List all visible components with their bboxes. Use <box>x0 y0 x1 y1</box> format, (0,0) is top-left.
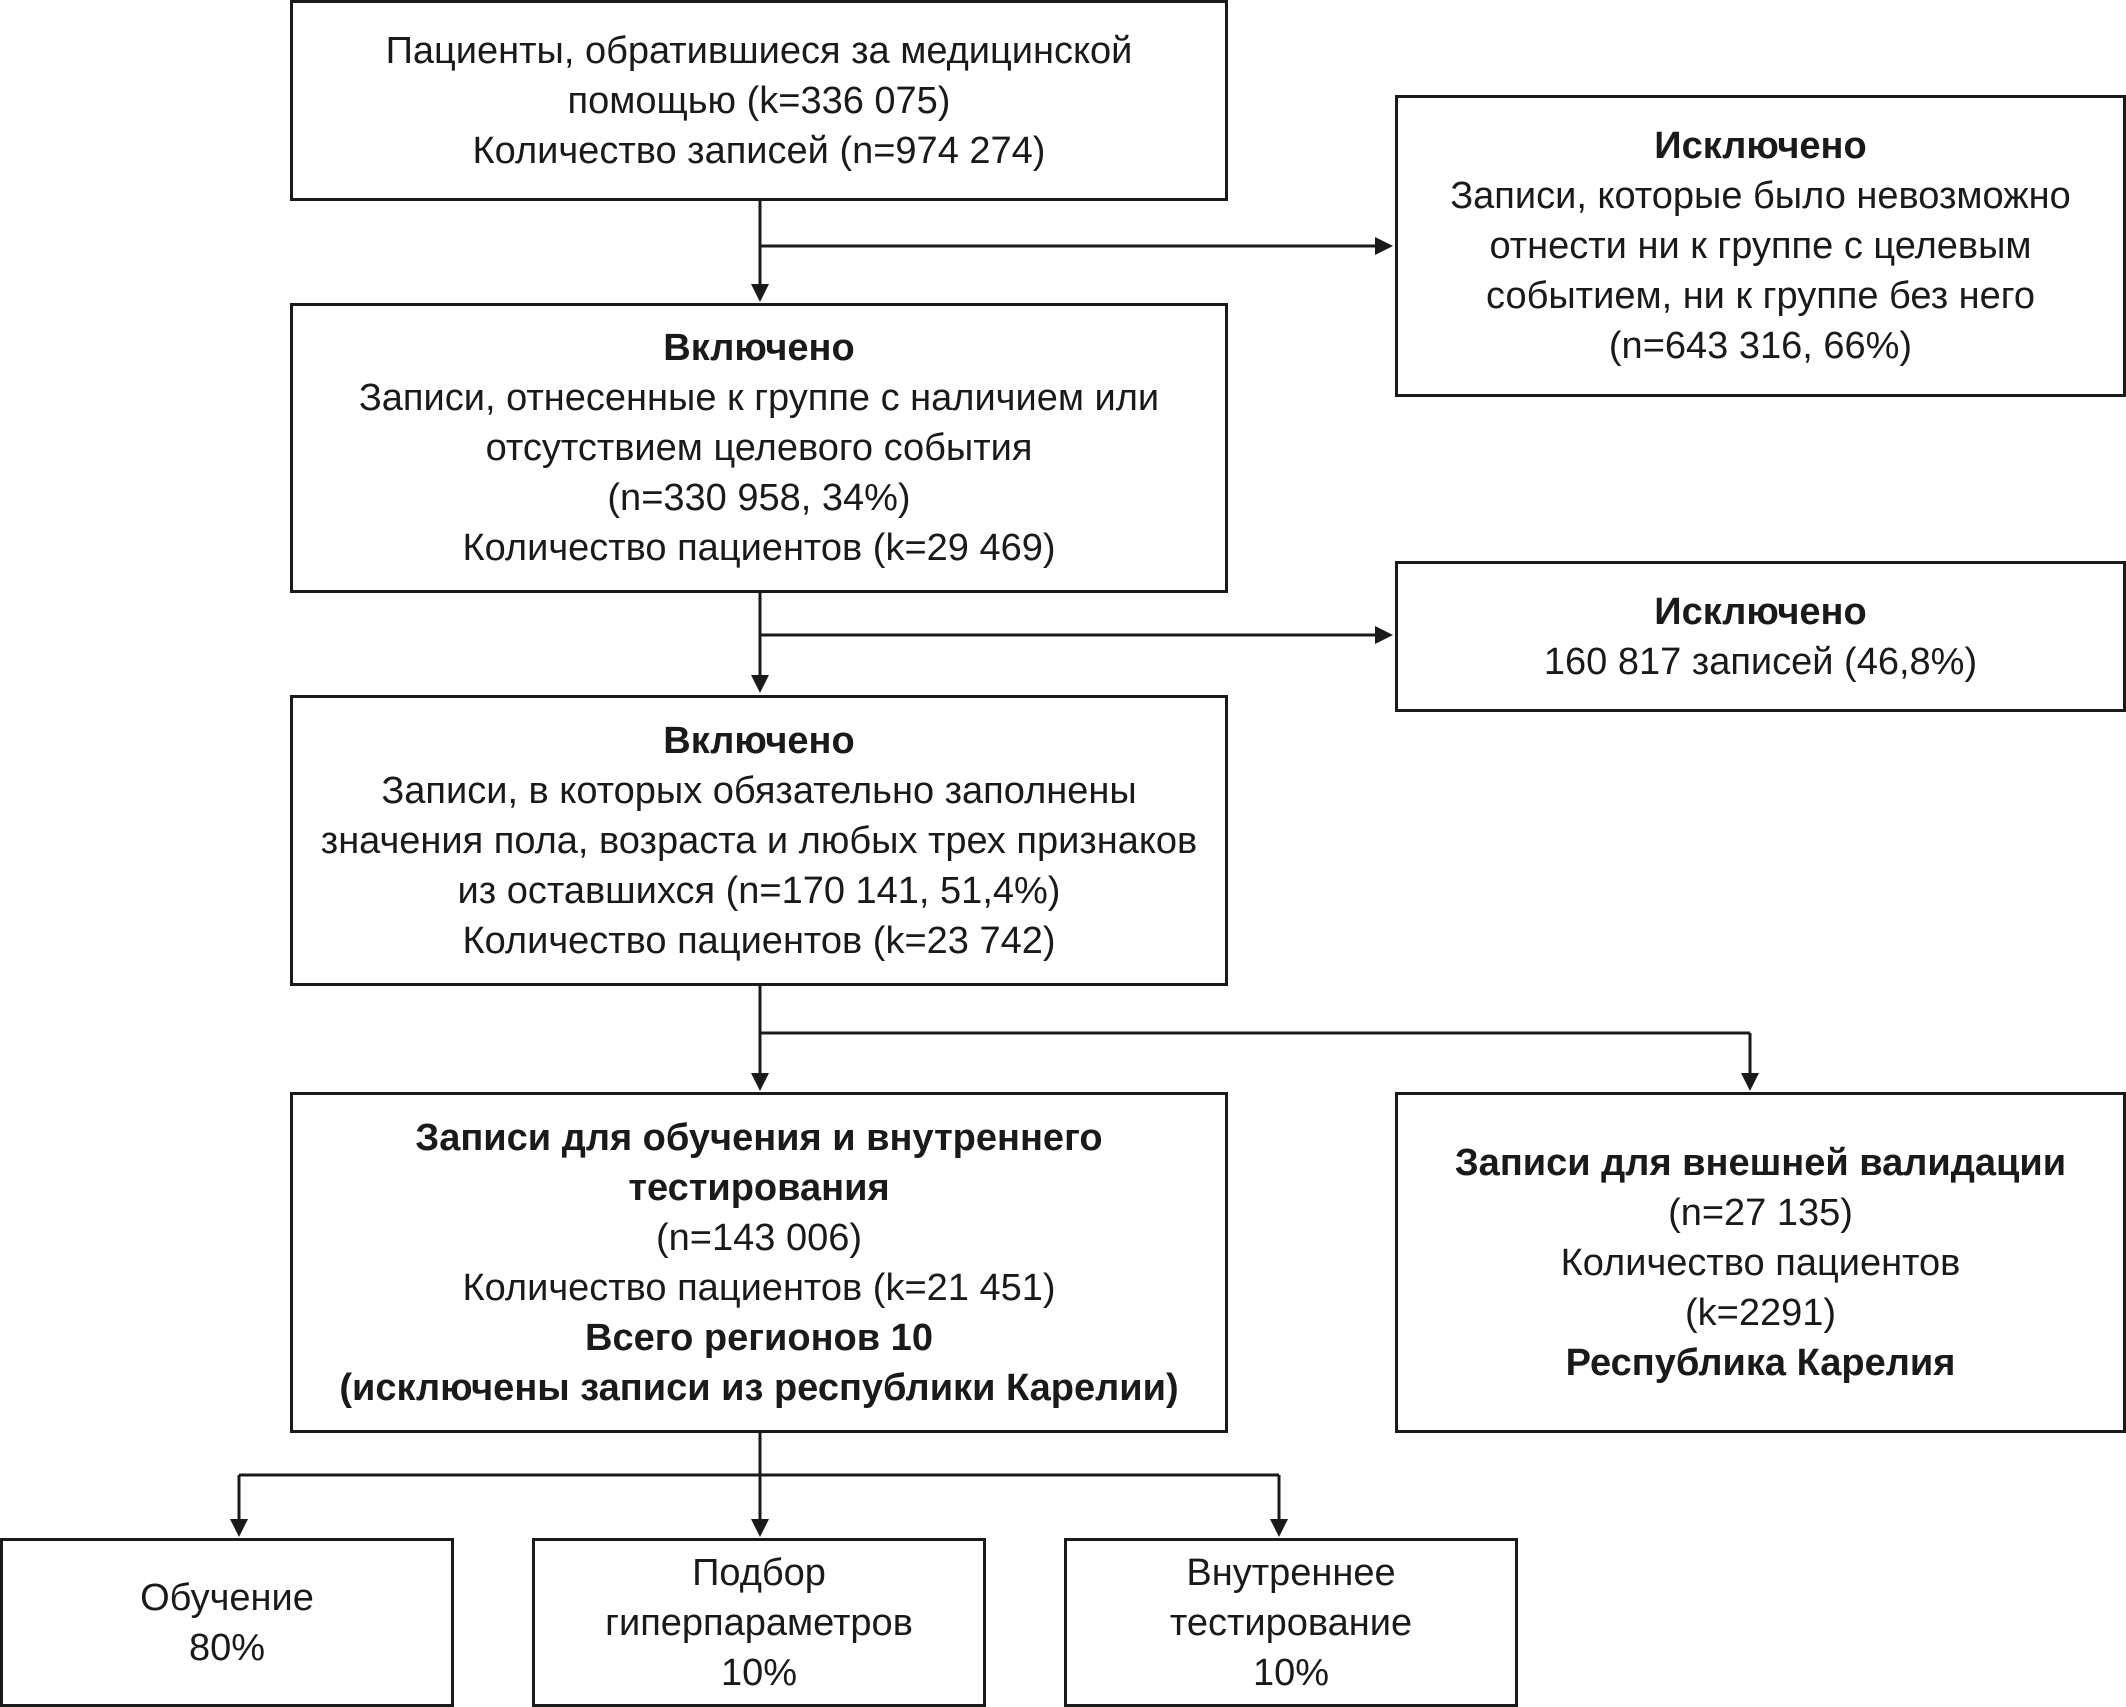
split-test-line-3: 10% <box>1252 1651 1330 1694</box>
included2-line-3: из оставшихся (n=170 141, 51,4%) <box>457 869 1061 912</box>
included2-title: Включено <box>663 719 855 762</box>
split-hyper-line-1: Подбор <box>692 1551 826 1594</box>
box-split-internal-test: Внутреннее тестирование 10% <box>1064 1538 1518 1707</box>
split-test-line-1: Внутреннее <box>1186 1551 1396 1594</box>
included1-line-2: отсутствием целевого события <box>485 427 1033 469</box>
box-training: Записи для обучения и внутреннего тестир… <box>290 1092 1228 1433</box>
external-footer: Республика Карелия <box>1565 1341 1956 1384</box>
box-excluded-1: Исключено Записи, которые было невозможн… <box>1395 95 2126 397</box>
excluded1-line-4: (n=643 316, 66%) <box>1608 325 1913 367</box>
training-footer-2: (исключены записи из республики Карелии) <box>339 1366 1179 1409</box>
external-line-1: (n=27 135) <box>1668 1191 1853 1234</box>
arrowhead-down <box>230 1519 248 1537</box>
training-line-2: Количество пациентов (k=21 451) <box>462 1266 1056 1309</box>
split-train-line-2: 80% <box>188 1626 266 1669</box>
split-test-line-2: тестирование <box>1169 1601 1413 1644</box>
included2-line-4: Количество пациентов (k=23 742) <box>462 919 1056 962</box>
included2-line-1: Записи, в которых обязательно заполнены <box>381 769 1137 812</box>
external-line-3: (k=2291) <box>1684 1291 1837 1334</box>
arrowhead-down <box>751 284 769 302</box>
excluded2-line-1: 160 817 записей (46,8%) <box>1543 640 1978 683</box>
excluded1-line-3: событием, ни к группе без него <box>1486 275 2035 317</box>
excluded1-title: Исключено <box>1654 125 1867 167</box>
split-hyper-line-2: гиперпараметров <box>605 1601 913 1644</box>
box-included-2: Включено Записи, в которых обязательно з… <box>290 695 1228 986</box>
excluded1-line-1: Записи, которые было невозможно <box>1450 175 2071 217</box>
training-footer-1: Всего регионов 10 <box>585 1316 933 1359</box>
arrowhead-down <box>751 675 769 693</box>
arrowhead-right <box>1375 626 1393 644</box>
external-title: Записи для внешней валидации <box>1454 1141 2067 1184</box>
arrowhead-right <box>1375 237 1393 255</box>
training-title-2: тестирования <box>628 1166 890 1209</box>
patients-line-3: Количество записей (n=974 274) <box>472 129 1046 172</box>
included1-line-1: Записи, отнесенные к группе с наличием и… <box>358 377 1160 419</box>
included1-line-3: (n=330 958, 34%) <box>607 477 911 519</box>
box-external-validation: Записи для внешней валидации (n=27 135) … <box>1395 1092 2126 1433</box>
included2-line-2: значения пола, возраста и любых трех при… <box>320 819 1198 862</box>
training-title-1: Записи для обучения и внутреннего <box>415 1116 1103 1159</box>
training-line-1: (n=143 006) <box>656 1216 862 1259</box>
box-split-train: Обучение 80% <box>0 1538 454 1707</box>
arrowhead-down <box>751 1519 769 1537</box>
included1-title: Включено <box>663 327 855 369</box>
box-patients: Пациенты, обратившиеся за медицинской по… <box>290 0 1228 201</box>
excluded2-title: Исключено <box>1654 590 1867 633</box>
split-hyper-line-3: 10% <box>720 1651 798 1694</box>
patients-line-1: Пациенты, обратившиеся за медицинской <box>385 29 1133 72</box>
box-split-hyperparameters: Подбор гиперпараметров 10% <box>532 1538 986 1707</box>
split-train-line-1: Обучение <box>140 1576 314 1619</box>
arrowhead-down <box>1741 1073 1759 1091</box>
arrowhead-down <box>751 1073 769 1091</box>
external-line-2: Количество пациентов <box>1560 1241 1961 1284</box>
included1-line-4: Количество пациентов (k=29 469) <box>462 527 1056 569</box>
arrowhead-down <box>1270 1519 1288 1537</box>
excluded1-line-2: отнести ни к группе с целевым <box>1489 225 2032 267</box>
patients-line-2: помощью (k=336 075) <box>567 79 951 122</box>
box-included-1: Включено Записи, отнесенные к группе с н… <box>290 303 1228 593</box>
box-excluded-2: Исключено 160 817 записей (46,8%) <box>1395 561 2126 712</box>
